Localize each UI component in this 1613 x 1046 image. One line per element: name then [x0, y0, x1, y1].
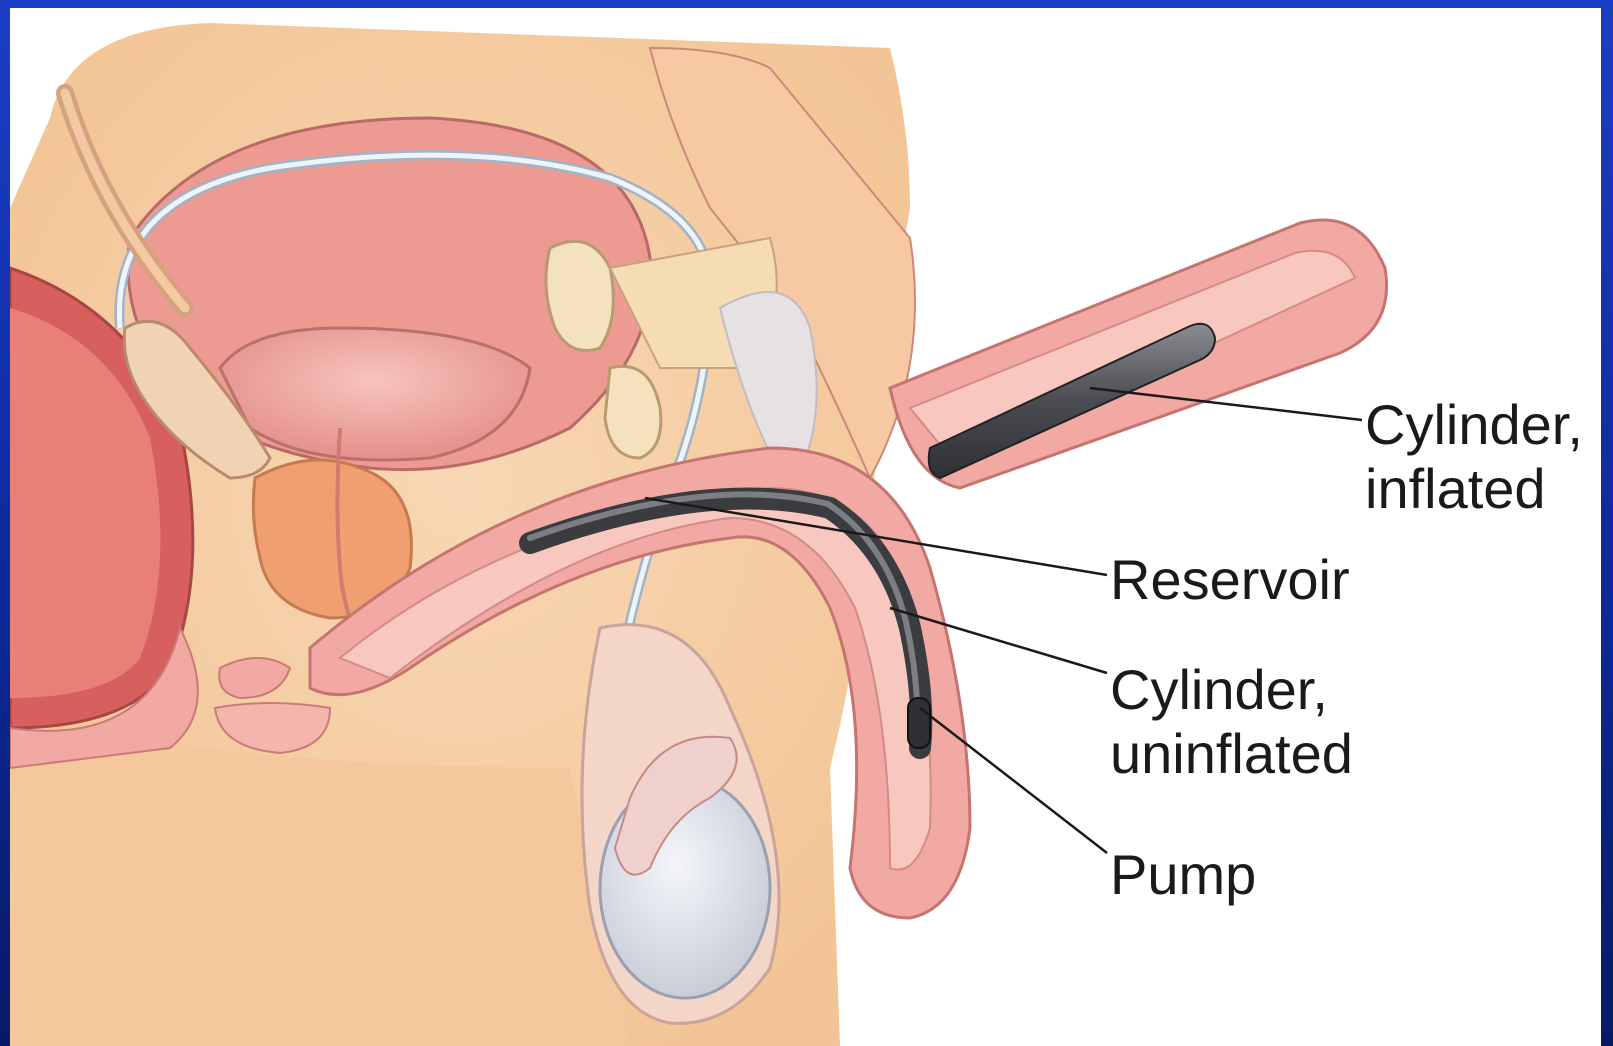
diagram-panel: Cylinder, inflated Reservoir Cylinder, u…: [10, 8, 1601, 1046]
label-cylinder-uninflated-line1: Cylinder,: [1110, 658, 1353, 722]
label-pump: Pump: [1110, 843, 1256, 907]
label-cylinder-uninflated: Cylinder, uninflated: [1110, 658, 1353, 786]
pump-implant: [908, 698, 930, 748]
label-reservoir: Reservoir: [1110, 548, 1350, 612]
anatomy-illustration: [10, 8, 1601, 1046]
label-cylinder-inflated-line2: inflated: [1365, 457, 1583, 521]
label-cylinder-inflated-line1: Cylinder,: [1365, 393, 1583, 457]
label-cylinder-uninflated-line2: uninflated: [1110, 722, 1353, 786]
label-cylinder-inflated: Cylinder, inflated: [1365, 393, 1583, 521]
